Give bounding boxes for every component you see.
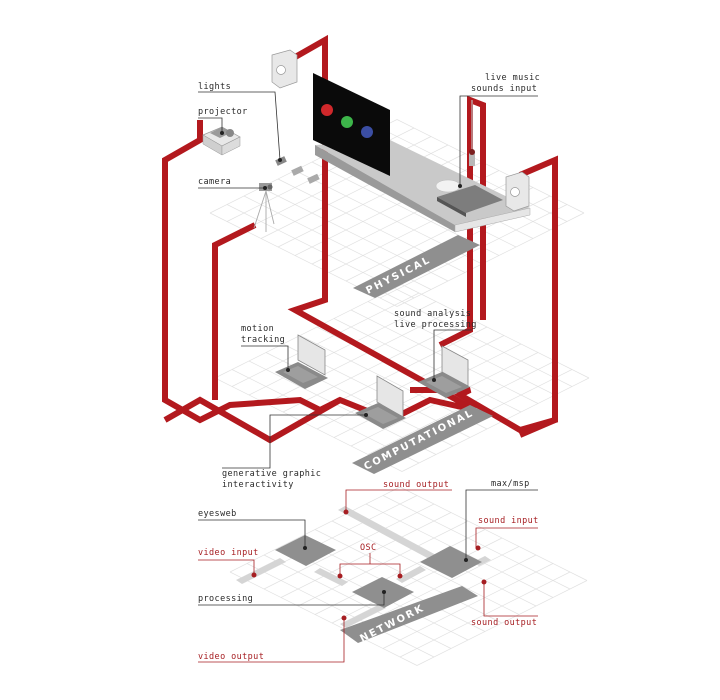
network-strip — [236, 558, 286, 584]
sound-output-right-leader — [483, 582, 538, 617]
motion-label-1: motion — [241, 324, 274, 334]
screen-dot-blue — [361, 126, 373, 138]
speaker-icon — [505, 171, 530, 212]
video-input-label: video input — [198, 548, 259, 558]
motion-label-2: tracking — [241, 335, 285, 345]
network-strip — [396, 566, 426, 583]
sound-output-right-label: sound output — [471, 618, 537, 628]
maxmsp-leader — [465, 489, 538, 560]
grid-line — [401, 284, 590, 379]
grid-line — [331, 520, 520, 615]
sound-analysis-label-2: live processing — [394, 320, 477, 330]
eyesweb-node — [275, 535, 336, 566]
osc-label: OSC — [360, 543, 377, 553]
grid-line — [350, 352, 539, 447]
generative-label-2: interactivity — [222, 480, 294, 490]
grid-line — [263, 503, 435, 590]
stage-platform-side — [454, 207, 531, 233]
network-layer-bar — [340, 586, 478, 643]
lights-leader — [198, 91, 281, 161]
maxmsp-node — [420, 546, 482, 578]
mixer-icon — [435, 179, 503, 217]
grid-line — [382, 563, 554, 649]
light-icon — [307, 173, 320, 184]
grid-line — [331, 537, 503, 624]
grid-line — [265, 309, 454, 404]
grid-line — [416, 580, 588, 666]
red-connection-paths — [162, 34, 558, 444]
sound-output-top-label: sound output — [383, 480, 449, 490]
sound-output-top-leader — [345, 489, 452, 512]
processing-label: processing — [198, 594, 253, 604]
grid-line — [248, 301, 437, 396]
grid-line — [282, 318, 471, 413]
screen-dot-red — [321, 104, 333, 116]
network-strip — [340, 604, 386, 628]
generative-leader — [222, 414, 366, 469]
grid-line — [297, 520, 469, 607]
camera-icon — [253, 183, 275, 232]
sound-analysis-leader — [433, 329, 472, 380]
grid-line — [384, 292, 573, 387]
grid-line — [316, 335, 505, 430]
processing-leader — [198, 592, 385, 606]
screen-dot-green — [341, 116, 353, 128]
grid-line — [229, 571, 418, 666]
generative-label-1: generative graphic — [222, 469, 321, 479]
motion-leader — [241, 345, 289, 370]
grid-line — [379, 127, 568, 222]
grid-line — [229, 486, 401, 573]
computational-layer-bar — [352, 405, 493, 474]
sound-input-label: sound input — [478, 516, 539, 526]
projector-leader — [198, 117, 223, 133]
grid-line — [246, 563, 435, 658]
grid-line — [231, 292, 420, 387]
microphone-icon — [469, 100, 475, 166]
live-music-label-2: sounds input — [471, 84, 537, 94]
grid-line — [214, 284, 403, 379]
grid-line — [333, 318, 522, 413]
live-music-label-1: live music — [485, 73, 540, 83]
live-music-leader — [459, 95, 538, 186]
eyesweb-label: eyesweb — [198, 509, 237, 519]
grid-line — [382, 495, 571, 590]
grid-line — [367, 301, 556, 396]
light-icon — [291, 165, 304, 176]
camera-label: camera — [198, 177, 231, 187]
grid-line — [379, 204, 568, 299]
lights-label: lights — [198, 82, 231, 92]
eyesweb-leader — [198, 519, 306, 548]
network-strip — [314, 568, 348, 586]
grid-line — [399, 486, 588, 581]
maxmsp-label: max/msp — [491, 479, 530, 489]
speaker-icon — [271, 49, 298, 89]
video-input-leader — [198, 559, 255, 575]
grid-line — [280, 512, 452, 598]
sound-analysis-label-1: sound analysis — [394, 309, 471, 319]
physical-layer-bar — [353, 235, 480, 298]
video-output-leader — [198, 618, 345, 663]
stage-platform-front — [315, 145, 455, 232]
laptop-icon — [355, 375, 406, 429]
grid-line — [263, 554, 452, 649]
projector-label: projector — [198, 107, 248, 117]
sound-input-leader — [475, 527, 538, 548]
network-strip — [338, 506, 438, 560]
grid-line — [399, 571, 571, 658]
video-output-label: video output — [198, 652, 264, 662]
physical-layer: PHYSICAL lights projector camera live mu… — [198, 49, 540, 298]
